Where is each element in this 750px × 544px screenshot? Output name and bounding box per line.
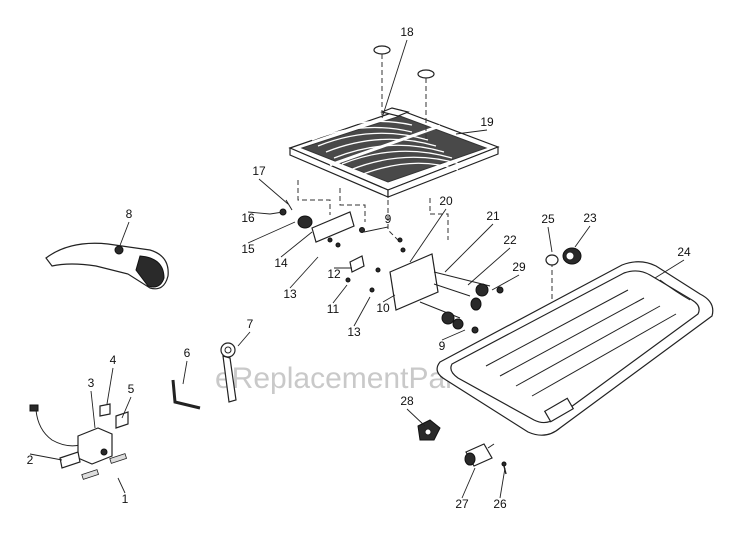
center-bracket-assembly (345, 237, 504, 334)
callout-label-27: 27 (455, 497, 469, 511)
callout-label-20: 20 (439, 194, 453, 208)
callout-label-25: 25 (541, 212, 555, 226)
callout-leader-22 (467, 247, 511, 286)
callout-leader-1 (117, 477, 126, 494)
callout-leader-13 (353, 296, 371, 327)
callout-leader-9 (441, 329, 466, 341)
callout-leader-7 (237, 331, 251, 347)
callout-leader-3 (90, 390, 96, 429)
callout-label-21: 21 (486, 209, 500, 223)
water-tray (436, 261, 714, 436)
callout-label-6: 6 (184, 346, 191, 360)
callout-leader-27 (461, 467, 476, 499)
callout-label-3: 3 (88, 376, 95, 390)
callout-label-23: 23 (583, 211, 597, 225)
callout-label-16: 16 (241, 211, 255, 225)
callout-leader-28 (406, 408, 426, 427)
switch-assembly (29, 403, 129, 480)
callout-label-11: 11 (327, 302, 340, 316)
callout-leader-18 (381, 39, 408, 119)
callout-label-24: 24 (677, 245, 691, 259)
callout-label-7: 7 (247, 317, 254, 331)
callout-label-1: 1 (122, 492, 129, 506)
callout-label-26: 26 (493, 497, 507, 511)
callout-leader-26 (499, 467, 506, 499)
callout-leader-13 (289, 256, 319, 289)
wrench (220, 342, 237, 403)
callout-leader-2 (29, 453, 63, 461)
callout-leader-25 (547, 226, 553, 253)
callout-leader-17 (258, 178, 289, 205)
callout-label-17: 17 (252, 164, 266, 178)
callout-leader-5 (121, 396, 132, 419)
callout-leader-6 (182, 360, 188, 385)
callout-label-13: 13 (283, 287, 297, 301)
handle (45, 242, 169, 290)
callout-leader-10 (382, 294, 396, 303)
cap-pair (373, 45, 435, 140)
callout-leader-9 (363, 226, 389, 233)
callout-label-28: 28 (400, 394, 414, 408)
hex-key (171, 379, 201, 410)
callout-label-13: 13 (347, 325, 361, 339)
callout-leader-24 (654, 259, 685, 279)
callout-label-8: 8 (126, 207, 133, 221)
callout-leader-11 (332, 284, 348, 304)
callout-label-14: 14 (274, 256, 288, 270)
plugs (545, 247, 582, 266)
callout-label-2: 2 (27, 453, 34, 467)
callout-label-18: 18 (400, 25, 414, 39)
callout-label-22: 22 (503, 233, 517, 247)
callout-label-9: 9 (439, 339, 446, 353)
callout-leader-14 (280, 231, 313, 258)
work-table (288, 107, 500, 198)
callout-label-5: 5 (128, 382, 135, 396)
callout-leader-23 (574, 225, 591, 248)
callout-label-15: 15 (241, 242, 255, 256)
callout-label-10: 10 (376, 301, 390, 315)
left-bracket-assembly (269, 199, 365, 248)
callout-leader-21 (444, 223, 494, 273)
callout-leader-8 (118, 221, 130, 249)
callout-leader-20 (409, 208, 447, 263)
callout-leader-19 (455, 129, 488, 135)
drain-fittings (417, 419, 507, 475)
callout-label-19: 19 (480, 115, 494, 129)
callout-leader-4 (106, 367, 114, 405)
callout-label-12: 12 (327, 267, 341, 281)
callout-leader-15 (247, 221, 296, 244)
callout-leader-29 (491, 274, 520, 291)
callout-label-4: 4 (110, 353, 117, 367)
callout-label-29: 29 (512, 260, 526, 274)
callout-leader-16 (247, 211, 271, 215)
callout-label-9: 9 (385, 212, 392, 226)
